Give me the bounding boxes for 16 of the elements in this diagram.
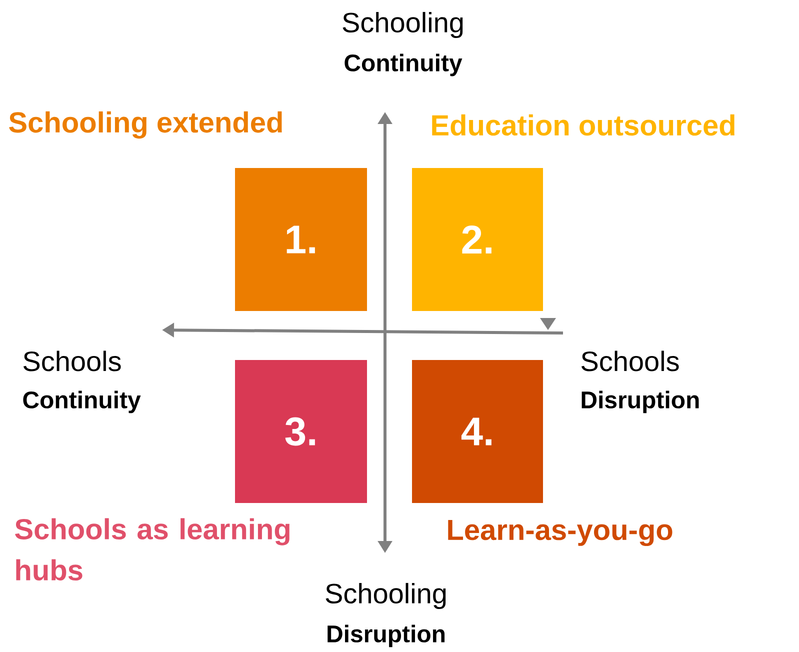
quadrant-title: Education outsourced	[432, 114, 734, 136]
axis-label: Continuity	[344, 54, 462, 76]
quadrant-box: 3.	[235, 360, 367, 503]
axis-label: Disruption	[328, 624, 445, 648]
axis-label: Schools	[581, 350, 679, 372]
quadrant-box: 1.	[235, 168, 367, 311]
quadrant-title: Schools as learning hubs	[15, 518, 290, 580]
quadrant-box: 2.	[412, 168, 543, 311]
axis-label: Schooling	[342, 12, 463, 38]
axis-label: Schooling	[326, 582, 446, 610]
axis-label: Disruption	[582, 390, 699, 414]
quadrant-title: Schooling extended	[9, 111, 282, 139]
quadrant-box: 4.	[412, 360, 543, 503]
quadrant-title: Learn-as-you-go	[448, 520, 672, 546]
axis-label: Continuity	[23, 390, 141, 414]
axis-label: Schools	[23, 350, 121, 372]
